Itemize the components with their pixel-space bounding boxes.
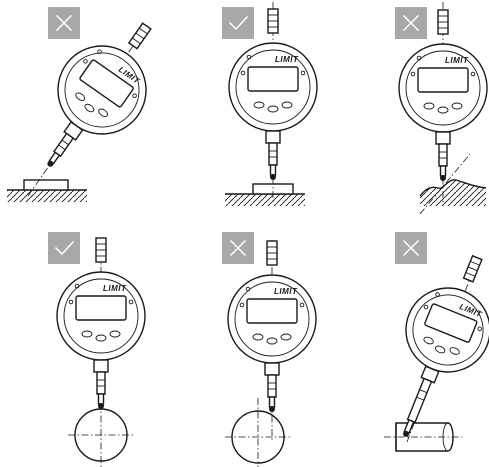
dial-indicator: LIMIT: [398, 9, 488, 181]
panel-1: LIMIT: [7, 7, 152, 202]
panel-5: LIMIT: [222, 232, 317, 467]
surface-base: [7, 189, 87, 202]
status-badge: [222, 232, 254, 264]
check-icon: [54, 240, 75, 256]
cross-icon: [402, 239, 420, 257]
brand-label: LIMIT: [445, 56, 469, 65]
panel-6: LIMIT: [384, 232, 489, 452]
panel-2: LIMIT: [222, 2, 318, 206]
panel-4: LIMIT: [48, 232, 146, 467]
dial-indicator: LIMIT: [227, 240, 317, 412]
cross-icon: [229, 239, 247, 257]
cross-icon: [55, 14, 73, 32]
cross-icon: [402, 14, 420, 32]
dial-indicator: LIMIT: [403, 254, 489, 437]
status-badge: [48, 232, 80, 264]
check-icon: [228, 15, 249, 31]
dial-indicator: LIMIT: [228, 8, 318, 180]
surface-base: [225, 193, 305, 206]
dial-indicator: LIMIT: [47, 22, 152, 167]
panel-3: LIMIT: [395, 2, 488, 215]
dial-indicator: LIMIT: [56, 237, 146, 409]
status-badge: [395, 232, 427, 264]
status-badge: [222, 7, 254, 39]
brand-label: LIMIT: [274, 287, 298, 296]
status-badge: [395, 7, 427, 39]
status-badge: [48, 7, 80, 39]
irregular-surface: [419, 179, 487, 206]
brand-label: LIMIT: [275, 55, 299, 64]
brand-label: LIMIT: [103, 284, 127, 293]
gauge-block: [23, 179, 69, 191]
